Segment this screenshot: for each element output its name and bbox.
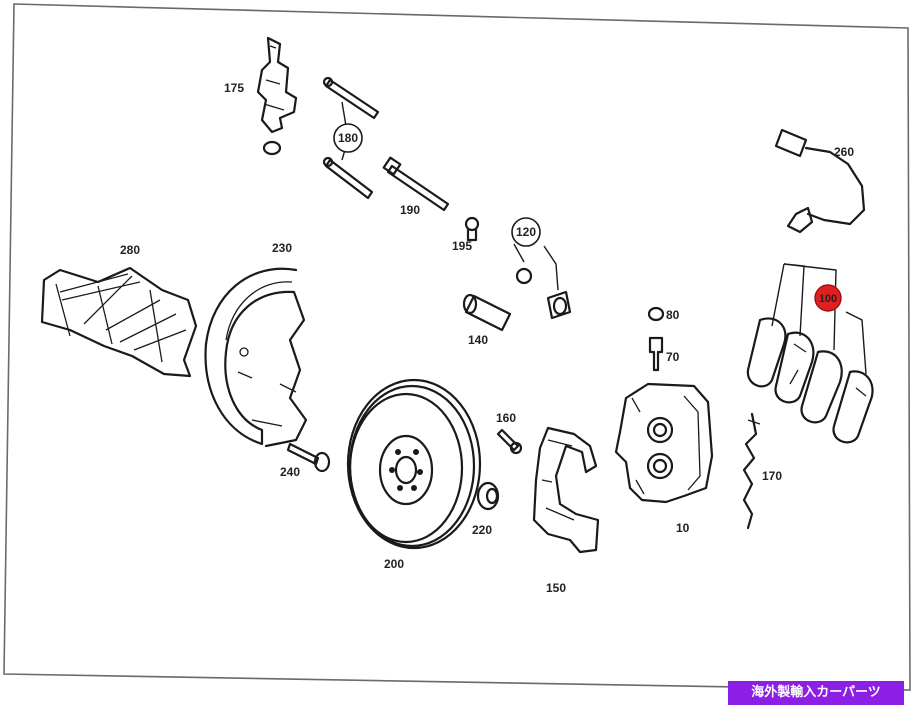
part-70-bleeder xyxy=(648,336,664,372)
callout-160: 160 xyxy=(496,411,516,425)
callout-ring-120 xyxy=(511,217,541,247)
part-170-spring xyxy=(742,412,761,530)
diagram-frame xyxy=(3,3,911,691)
callout-260: 260 xyxy=(834,145,854,159)
part-80-cap xyxy=(647,306,665,322)
callout-120: 120 xyxy=(516,225,536,239)
callout-195: 195 xyxy=(452,239,472,253)
part-220-cap xyxy=(476,481,500,511)
callout-280: 280 xyxy=(120,243,140,257)
part-150-caliper-bracket xyxy=(532,426,600,554)
part-140-sleeve xyxy=(462,293,512,332)
callout-70: 70 xyxy=(666,350,680,364)
callout-190: 190 xyxy=(400,203,420,217)
callout-220: 220 xyxy=(472,523,492,537)
part-160-bolt xyxy=(496,428,523,455)
part-10-caliper xyxy=(614,382,714,504)
callout-240: 240 xyxy=(280,465,300,479)
callout-180: 180 xyxy=(338,131,358,145)
part-190-bolt xyxy=(382,156,450,212)
callout-200: 200 xyxy=(384,557,404,571)
callout-230: 230 xyxy=(272,241,292,255)
callout-140: 140 xyxy=(468,333,488,347)
callout-10: 10 xyxy=(676,521,690,535)
part-240-bolt xyxy=(286,442,331,473)
callout-ring-100 xyxy=(814,284,842,312)
callout-ring-180 xyxy=(333,123,363,153)
part-100-brake-pads xyxy=(746,263,874,444)
part-180-guide-pins xyxy=(322,76,380,200)
callout-100: 100 xyxy=(819,293,837,305)
part-120-caps xyxy=(513,243,572,320)
part-260-wear-sensor xyxy=(774,128,866,234)
part-175-spring-clip xyxy=(256,36,298,156)
watermark-badge: 海外製輸入カーパーツ xyxy=(728,681,904,705)
part-280-bracket xyxy=(40,266,198,378)
callout-170: 170 xyxy=(762,469,782,483)
callout-150: 150 xyxy=(546,581,566,595)
part-200-brake-rotor xyxy=(346,378,482,550)
callout-175: 175 xyxy=(224,81,244,95)
part-195-screw xyxy=(464,216,480,242)
callout-80: 80 xyxy=(666,308,680,322)
part-230-splash-shield xyxy=(204,267,308,448)
